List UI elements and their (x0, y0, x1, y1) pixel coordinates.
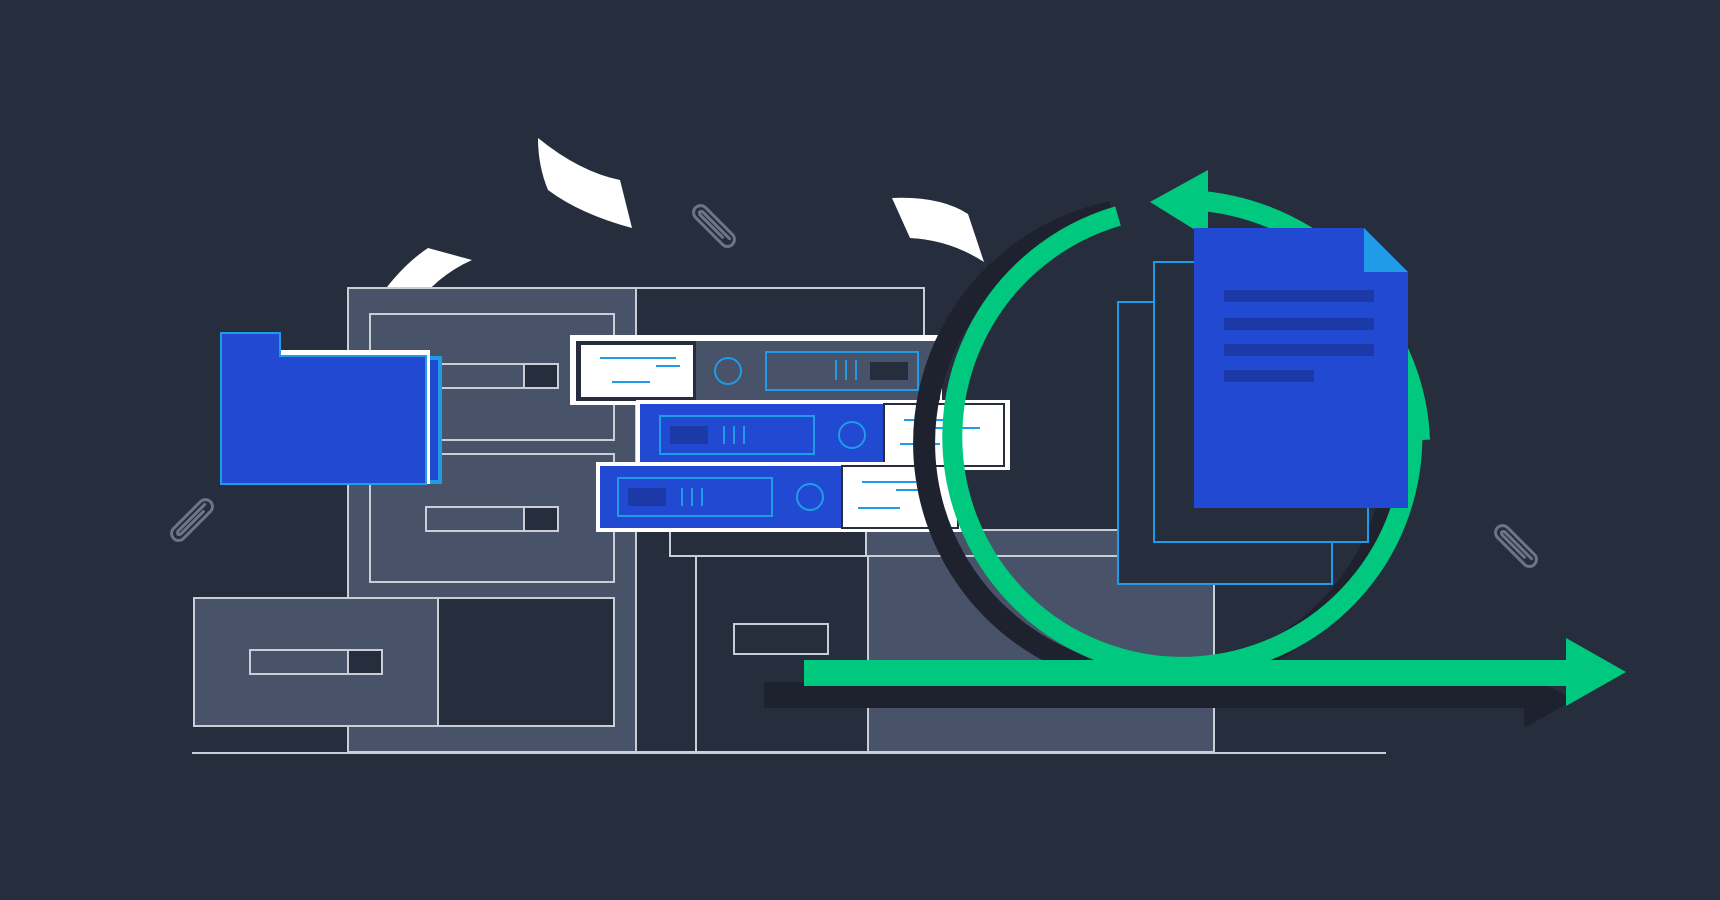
drawer-label (523, 506, 559, 532)
cabinet-center (695, 555, 871, 753)
document-icon (1194, 228, 1408, 508)
cycle-arrow-head (1150, 170, 1208, 238)
document-line (1224, 344, 1374, 356)
cycle-group (764, 170, 1626, 728)
drawer-label (347, 649, 383, 675)
cabinet-center-top (669, 529, 871, 557)
drawer-label (523, 363, 559, 389)
paperclip-icon (1494, 524, 1538, 568)
cabinet-low-dark (437, 597, 615, 727)
drawer-handle (733, 623, 829, 655)
paperclip-icon (692, 204, 736, 248)
paper-sheet-icon (538, 138, 632, 228)
paper-sheet-icon (892, 197, 984, 262)
document-line (1224, 290, 1374, 302)
binder-icon (570, 335, 942, 405)
document-line (1224, 318, 1374, 330)
paperclip-icon (170, 498, 214, 542)
paper-sheets (372, 138, 984, 310)
document-line (1224, 370, 1314, 382)
binders (570, 335, 1010, 532)
forward-arrow-icon (804, 638, 1626, 706)
folder-icon (220, 332, 442, 485)
binder-icon (596, 462, 962, 532)
